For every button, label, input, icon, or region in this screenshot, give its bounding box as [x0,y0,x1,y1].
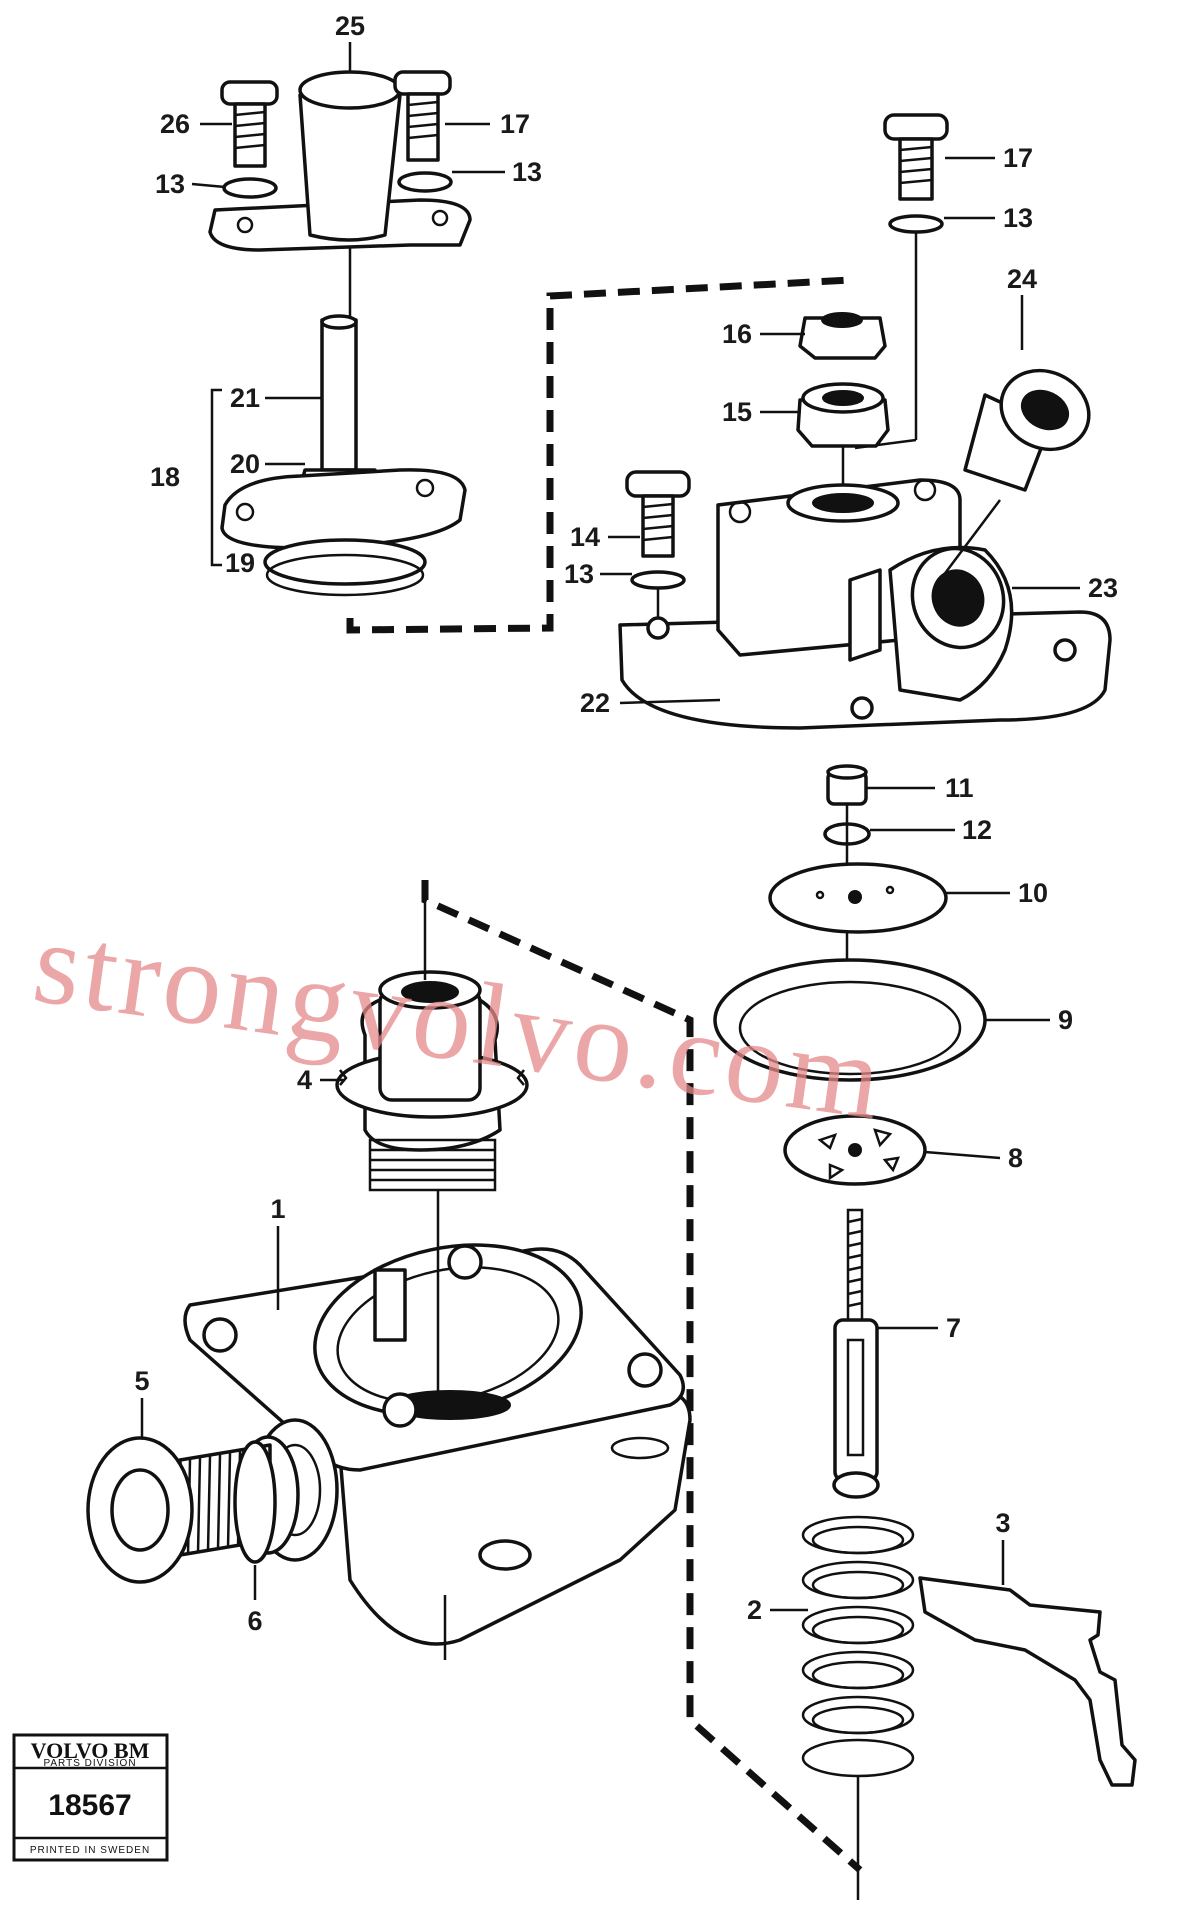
badge-number: 18567 [48,1789,131,1822]
screw-26 [220,80,279,168]
callout-17-right: 17 [1003,143,1033,173]
callout-9: 9 [1058,1005,1073,1035]
assembly-guide-upper [346,276,851,634]
callout-6: 6 [247,1606,262,1636]
stud-assembly [220,314,467,597]
volvo-badge: VOLVO BM PARTS DIVISION 18567 PRINTED IN… [12,1733,169,1862]
badge-division: PARTS DIVISION [43,1758,136,1769]
washer-13-mid [630,570,686,590]
callout-leaders [140,42,1080,1612]
callout-13-mid: 13 [564,559,594,589]
callout-8: 8 [1008,1143,1023,1173]
bracket-18 [210,388,222,567]
rod-7 [832,1208,880,1499]
washer-13-top-right [397,171,453,193]
callout-2: 2 [747,1595,762,1625]
callout-18: 18 [150,462,180,492]
callout-23: 23 [1088,573,1118,603]
screw-17-right [883,113,949,201]
callout-4: 4 [297,1065,312,1095]
washer-6 [233,1440,277,1564]
callout-13-right: 13 [1003,203,1033,233]
callout-13-top-left: 13 [155,169,185,199]
body-1 [183,1190,692,1646]
washer-13-top-left [222,177,278,199]
spring-2 [801,1515,915,1900]
callout-16: 16 [722,319,752,349]
clip-3 [918,1576,1137,1787]
callout-17-left: 17 [500,109,530,139]
washer-13-right [888,214,944,234]
callout-5: 5 [134,1366,149,1396]
callout-14: 14 [570,522,600,552]
screw-14 [625,470,691,558]
nut-16 [798,312,887,360]
callout-26: 26 [160,109,190,139]
fitting-4 [335,880,529,1192]
plug-24 [939,368,1091,581]
callout-15: 15 [722,397,752,427]
badge-brand: VOLVO BM [31,1738,150,1763]
callout-3: 3 [995,1508,1010,1538]
callout-13-top-right: 13 [512,157,542,187]
badge-printed: PRINTED IN SWEDEN [30,1845,150,1856]
callout-11: 11 [945,773,974,803]
nut-15 [796,382,890,448]
cover-22 [618,478,1112,730]
callout-1: 1 [270,1194,285,1224]
screw-17-left [393,70,452,162]
cap-assembly [208,70,472,318]
callout-12: 12 [962,815,992,845]
callout-20: 20 [230,449,260,479]
plate-10 [768,862,948,934]
callout-22: 22 [580,688,610,718]
union-5 [86,1418,339,1584]
callout-labels: 25 26 13 17 13 21 18 20 19 16 15 17 13 2… [134,11,1118,1636]
callout-25: 25 [335,11,365,41]
collar-11 [826,764,868,806]
callout-10: 10 [1018,878,1048,908]
callout-21: 21 [230,383,260,413]
callout-7: 7 [946,1313,961,1343]
callout-19: 19 [225,548,255,578]
valve-plate-8 [783,1114,927,1186]
callout-24: 24 [1007,264,1037,294]
